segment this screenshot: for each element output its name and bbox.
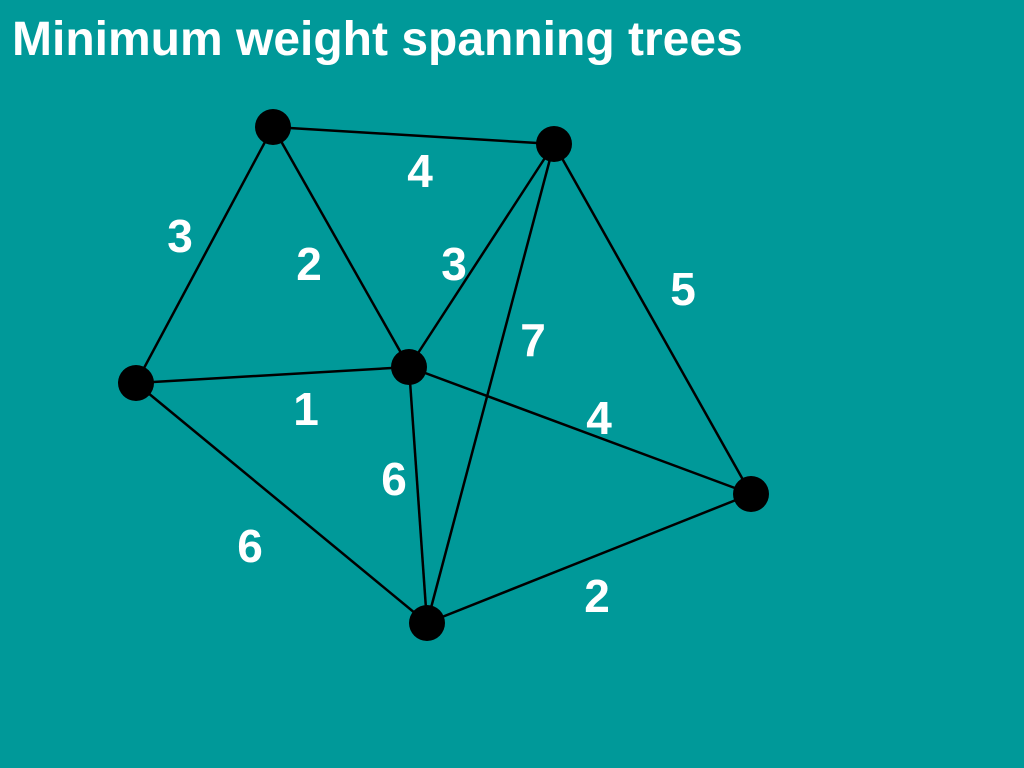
edge-n2-n6 — [425, 143, 556, 624]
graph-node-n3 — [118, 365, 154, 401]
edge-weight-label: 2 — [584, 570, 610, 622]
edge-weight-label: 7 — [520, 314, 546, 366]
edge-weight-label: 4 — [586, 392, 612, 444]
edge-n1-n2 — [272, 125, 555, 146]
edge-weight-label: 6 — [381, 453, 407, 505]
edge-n2-n4 — [407, 143, 556, 368]
nodes-layer — [118, 109, 769, 641]
slide-title: Minimum weight spanning trees — [12, 13, 743, 66]
edge-weight-label: 4 — [407, 145, 433, 197]
edge-n4-n5 — [408, 365, 752, 496]
graph-node-n6 — [409, 605, 445, 641]
edge-weight-label: 3 — [167, 210, 193, 262]
edge-n3-n6 — [135, 382, 428, 624]
edge-weight-label: 3 — [441, 238, 467, 290]
graph-node-n5 — [733, 476, 769, 512]
graph-node-n4 — [391, 349, 427, 385]
graph-node-n1 — [255, 109, 291, 145]
edge-weight-label: 6 — [237, 520, 263, 572]
edge-n5-n6 — [426, 492, 752, 625]
edge-weight-label: 1 — [293, 383, 319, 435]
edge-n1-n4 — [271, 126, 411, 368]
edge-n1-n3 — [134, 126, 275, 384]
edge-n3-n4 — [135, 365, 410, 385]
edge-weight-label: 5 — [670, 263, 696, 315]
edge-n4-n6 — [407, 366, 429, 624]
edge-n2-n5 — [552, 143, 753, 495]
edges-layer — [134, 125, 753, 625]
graph-node-n2 — [536, 126, 572, 162]
edge-weight-label: 2 — [296, 238, 322, 290]
